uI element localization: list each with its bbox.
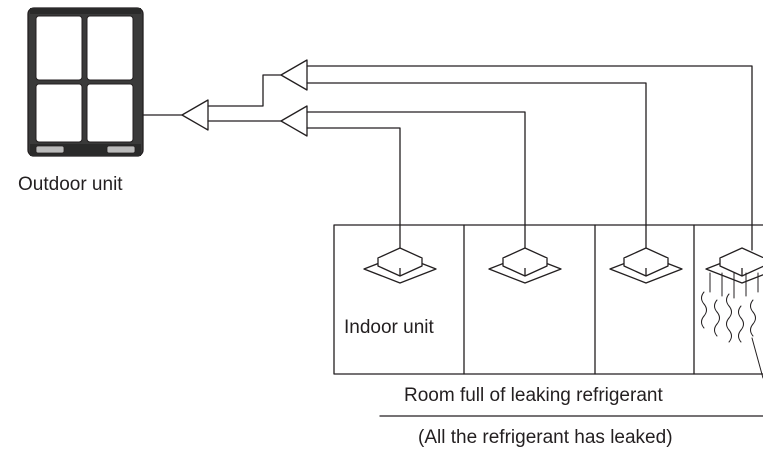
refrigerant-leak-icon [701,272,763,379]
outdoor-unit-icon [27,7,144,157]
branch-joint-icon [181,99,209,131]
rooms [333,224,763,375]
branch-joint-icon [280,105,308,137]
indoor-unit-icon [609,247,683,284]
indoor-unit-icon [363,247,437,284]
indoor-unit-icon [488,247,562,284]
branch-joint-icon [280,59,308,91]
caption-all-leaked: (All the refrigerant has leaked) [418,427,673,448]
indoor-unit-icon [705,247,763,284]
refrigerant-piping [142,59,753,253]
caption-room-full: Room full of leaking refrigerant [404,385,663,406]
outdoor-unit-label: Outdoor unit [18,174,123,195]
indoor-unit-label: Indoor unit [344,317,435,338]
